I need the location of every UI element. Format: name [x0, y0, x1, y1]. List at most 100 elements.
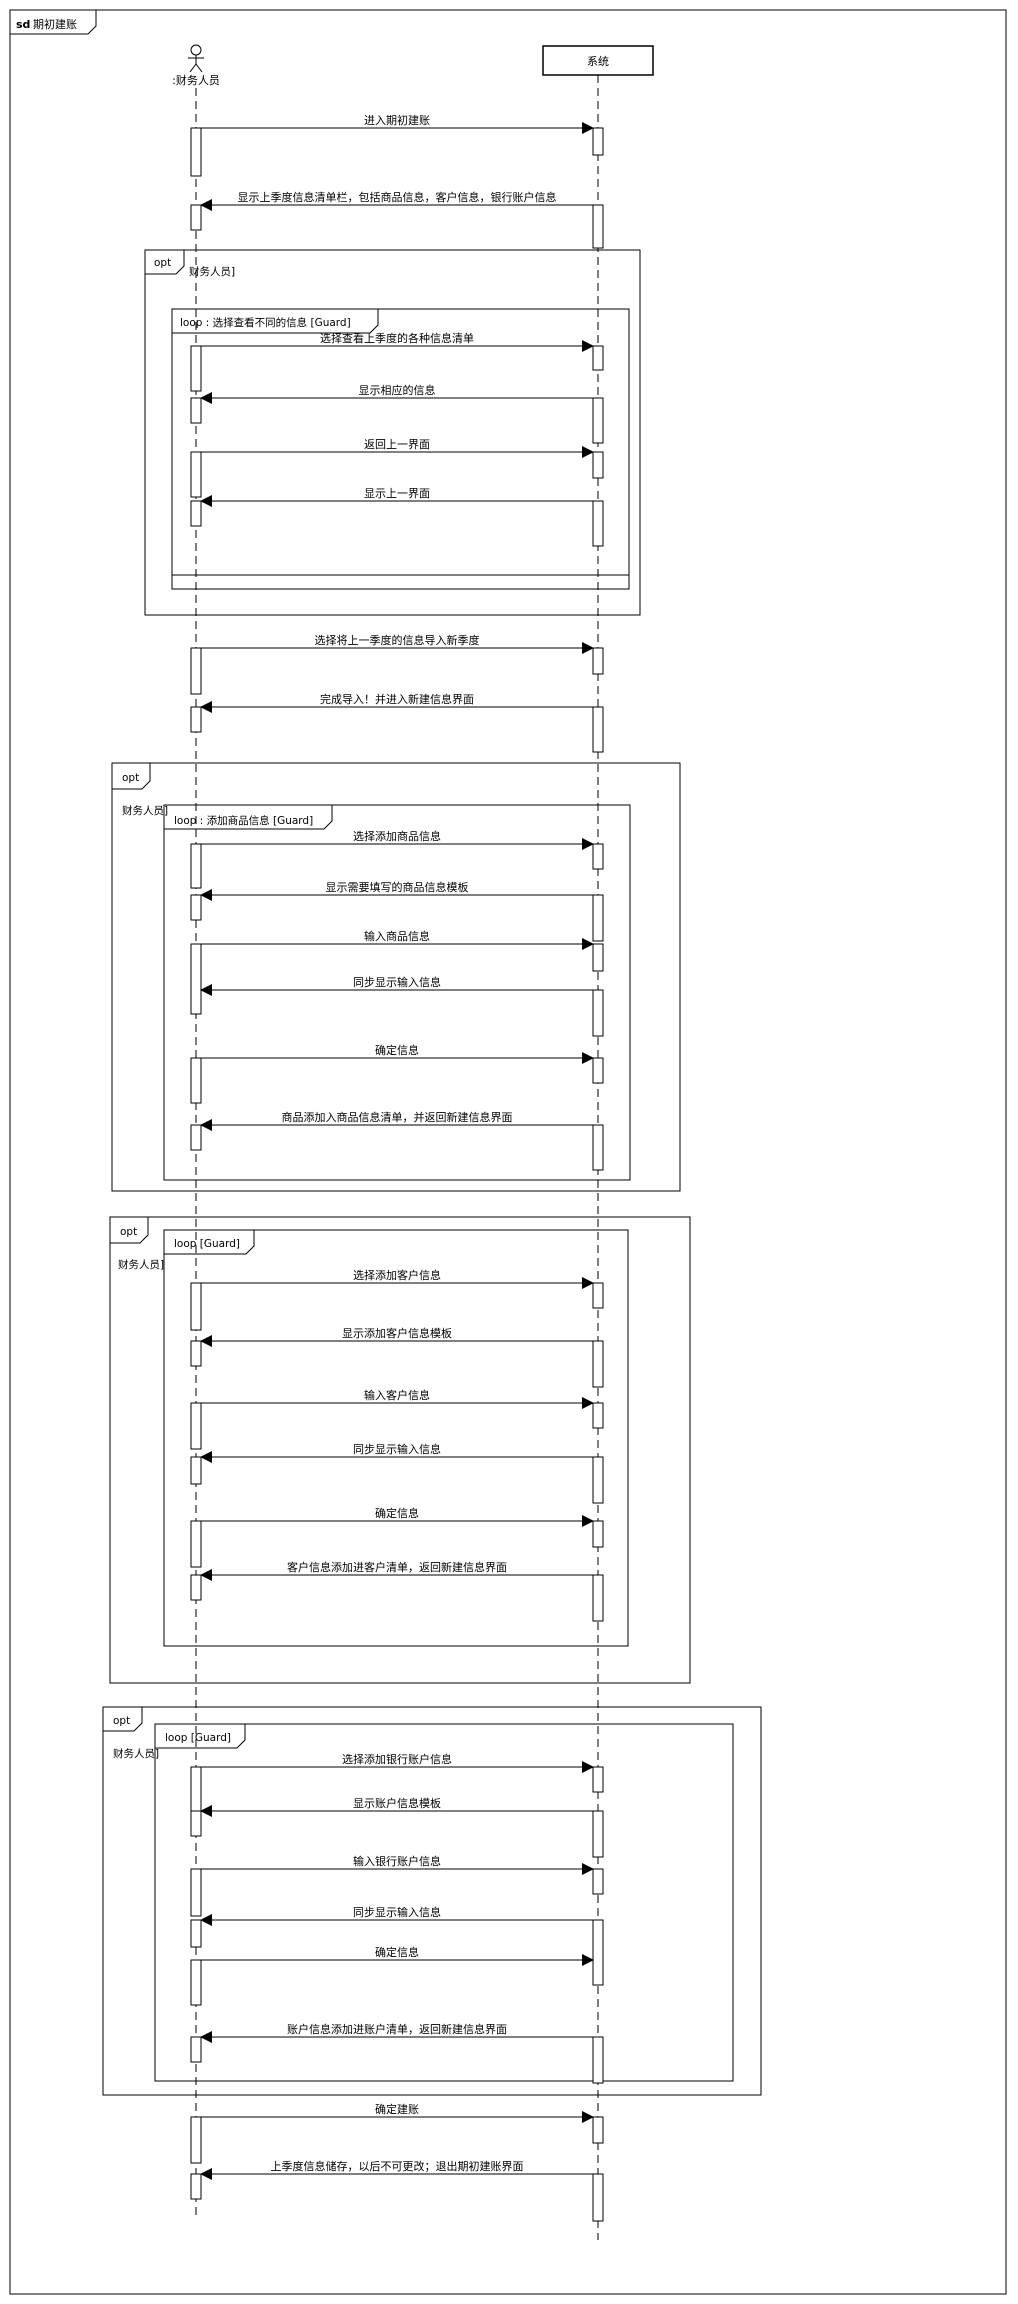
activation-bar — [190, 843, 202, 889]
activation-bar — [190, 1520, 202, 1568]
message-m19: 确定信息 — [201, 1506, 594, 1527]
message-label: 客户信息添加进客户清单，返回新建信息界面 — [287, 1560, 507, 1574]
message-label: 确定信息 — [375, 1506, 419, 1520]
activation-bar — [190, 1124, 202, 1151]
message-label: 同步显示输入信息 — [353, 1905, 441, 1919]
loop-fragment: loop [Guard] — [163, 1229, 629, 1647]
system-participant: 系统 — [542, 45, 654, 76]
fragment-operator: opt — [120, 1226, 137, 1238]
message-label: 返回上一界面 — [364, 438, 430, 451]
message-label: 选择将上一季度的信息导入新季度 — [315, 633, 480, 647]
activation-bar — [592, 127, 604, 156]
message-label: 显示上季度信息清单栏，包括商品信息，客户信息，银行账户信息 — [238, 190, 557, 204]
fragment-tab — [172, 309, 379, 334]
activation-bar — [592, 451, 604, 479]
actor-right-leg-icon — [195, 63, 203, 73]
activation-bar — [190, 894, 202, 921]
activation-bar — [592, 1282, 604, 1309]
message-label: 显示需要填写的商品信息模板 — [326, 880, 469, 894]
message-label: 选择添加银行账户信息 — [342, 1752, 452, 1766]
activation-bar — [190, 1959, 202, 2006]
message-m16: 显示添加客户信息模板 — [200, 1326, 593, 1347]
fragment-guard: 财务人员] — [122, 804, 168, 817]
fragment-tab — [164, 1230, 255, 1255]
message-m21: 选择添加银行账户信息 — [201, 1752, 594, 1773]
message-label: 上季度信息储存，以后不可更改；退出期初建账界面 — [271, 2159, 524, 2173]
loop-fragment: loop : 选择查看不同的信息 [Guard] — [171, 308, 630, 590]
fragment-frame — [102, 1706, 762, 2096]
activation-bar — [592, 989, 604, 1037]
activation-bar — [190, 943, 202, 1015]
activation-bar — [592, 1919, 604, 1986]
message-m7: 选择将上一季度的信息导入新季度 — [201, 633, 594, 654]
message-m4: 显示相应的信息 — [200, 383, 593, 404]
message-m14: 商品添加入商品信息清单，并返回新建信息界面 — [200, 1110, 593, 1131]
message-m11: 输入商品信息 — [201, 929, 594, 950]
message-arrows: 进入期初建账显示上季度信息清单栏，包括商品信息，客户信息，银行账户信息选择查看上… — [200, 113, 594, 2180]
activation-bar — [592, 647, 604, 675]
message-m6: 显示上一界面 — [200, 487, 593, 507]
activation-bar — [190, 1810, 202, 1837]
fragment-frame — [111, 762, 681, 1192]
opt-fragment: opt 财务人员] — [144, 249, 641, 616]
message-m13: 确定信息 — [201, 1043, 594, 1064]
activation-bar — [592, 1868, 604, 1895]
message-label: 显示上一界面 — [364, 487, 430, 500]
fragment-guard: loop : 添加商品信息 [Guard] — [174, 814, 313, 827]
fragment-guard: loop : 选择查看不同的信息 [Guard] — [180, 316, 351, 329]
fragment-guard: loop [Guard] — [165, 1732, 231, 1744]
message-label: 显示添加客户信息模板 — [342, 1326, 452, 1340]
actor-left-leg-icon — [189, 63, 197, 73]
message-label: 账户信息添加进账户清单，返回新建信息界面 — [287, 2022, 507, 2036]
fragment-tab — [103, 1707, 143, 1732]
message-m2: 显示上季度信息清单栏，包括商品信息，客户信息，银行账户信息 — [200, 190, 593, 211]
message-m28: 上季度信息储存，以后不可更改；退出期初建账界面 — [200, 2159, 593, 2180]
activation-bar — [592, 1456, 604, 1504]
activation-bar — [592, 1340, 604, 1388]
activation-bar — [592, 1766, 604, 1793]
activation-bar — [592, 2116, 604, 2144]
activation-bar — [592, 843, 604, 870]
fragment-operator: opt — [113, 1715, 130, 1727]
activation-bar — [190, 2036, 202, 2063]
activation-bar — [190, 2116, 202, 2164]
message-m5: 返回上一界面 — [201, 438, 594, 458]
activation-bar — [592, 2173, 604, 2222]
message-m20: 客户信息添加进客户清单，返回新建信息界面 — [200, 1560, 593, 1581]
activation-bar — [190, 345, 202, 392]
fragment-frame — [163, 804, 631, 1181]
message-m3: 选择查看上季度的各种信息清单 — [201, 331, 594, 352]
loop-fragment: loop [Guard] — [154, 1723, 734, 2082]
message-label: 确定建账 — [375, 2102, 419, 2116]
message-m18: 同步显示输入信息 — [200, 1442, 593, 1463]
message-m22: 显示账户信息模板 — [200, 1796, 593, 1817]
message-label: 显示账户信息模板 — [353, 1796, 441, 1810]
message-m12: 同步显示输入信息 — [200, 975, 593, 996]
activation-bar — [190, 647, 202, 695]
message-label: 显示相应的信息 — [359, 383, 436, 397]
fragment-operator: opt — [154, 257, 171, 269]
message-m15: 选择添加客户信息 — [201, 1268, 594, 1289]
activation-bar — [592, 1574, 604, 1622]
message-label: 输入银行账户信息 — [353, 1854, 441, 1868]
activation-bar — [190, 1919, 202, 1948]
activation-bar — [592, 2036, 604, 2084]
activation-bar — [190, 500, 202, 527]
message-m26: 账户信息添加进账户清单，返回新建信息界面 — [200, 2022, 593, 2043]
activation-bars — [190, 127, 604, 2222]
activation-bar — [190, 1402, 202, 1450]
message-m25: 确定信息 — [201, 1945, 594, 1966]
system-box — [542, 45, 654, 76]
fragment-frame — [144, 249, 641, 616]
activation-bar — [592, 1402, 604, 1429]
activation-bar — [190, 204, 202, 231]
message-label: 确定信息 — [375, 1945, 419, 1959]
message-label: 商品添加入商品信息清单，并返回新建信息界面 — [282, 1110, 513, 1124]
message-label: 进入期初建账 — [364, 113, 430, 127]
diagram-frame-tab — [10, 10, 97, 35]
activation-bar — [592, 706, 604, 753]
activation-bar — [190, 1340, 202, 1367]
fragment-guard: loop [Guard] — [174, 1238, 240, 1250]
activation-bar — [592, 500, 604, 547]
